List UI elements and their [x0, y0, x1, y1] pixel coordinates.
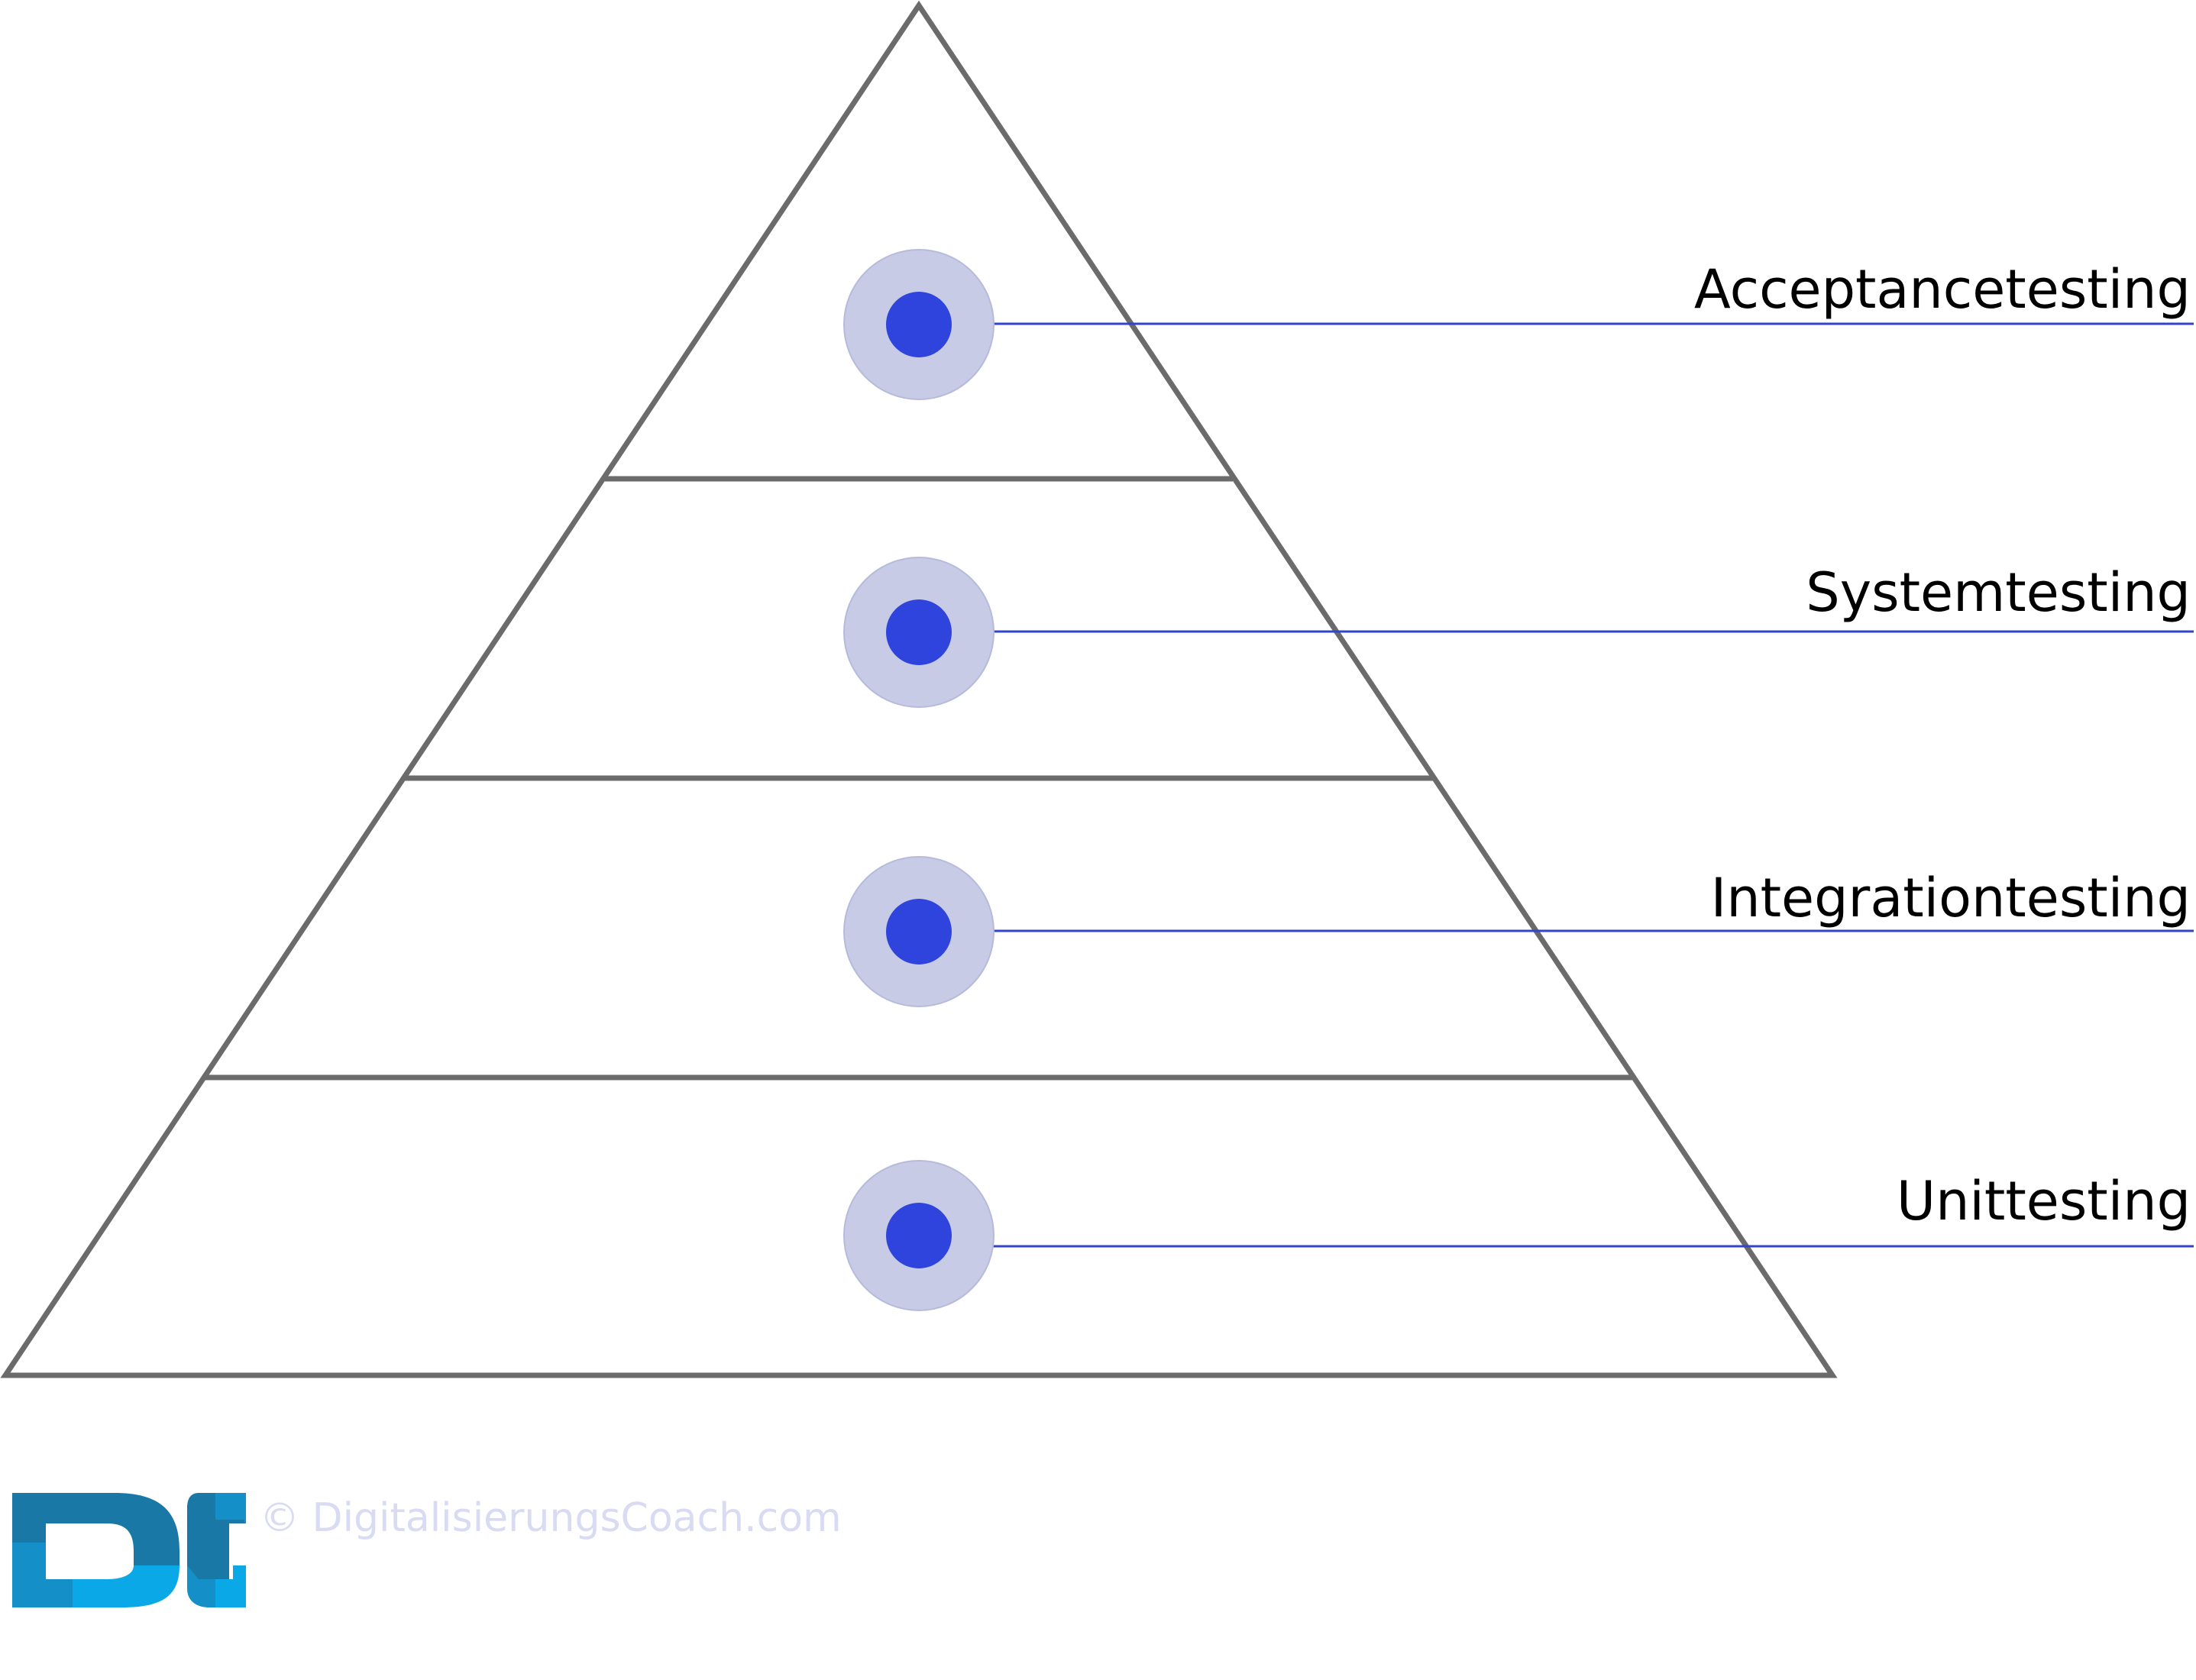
copyright-text: © DigitalisierungsCoach.com [260, 1495, 842, 1541]
dc-logo-icon [12, 1493, 246, 1607]
level-acceptance: Acceptancetesting [843, 249, 2194, 400]
target-dot-icon [843, 249, 995, 400]
level-label: Acceptancetesting [1694, 258, 2191, 321]
level-integration: Integrationtesting [843, 856, 2194, 1007]
pyramid-outline [0, 0, 1838, 1378]
level-label: Integrationtesting [1711, 867, 2191, 929]
level-label: Unittesting [1897, 1170, 2191, 1233]
target-dot-icon [843, 1160, 995, 1311]
level-unit: Unittesting [843, 1160, 2194, 1311]
target-dot-icon [843, 557, 995, 708]
target-dot-icon [843, 856, 995, 1007]
level-system: Systemtesting [843, 557, 2194, 708]
level-label: Systemtesting [1806, 561, 2191, 624]
